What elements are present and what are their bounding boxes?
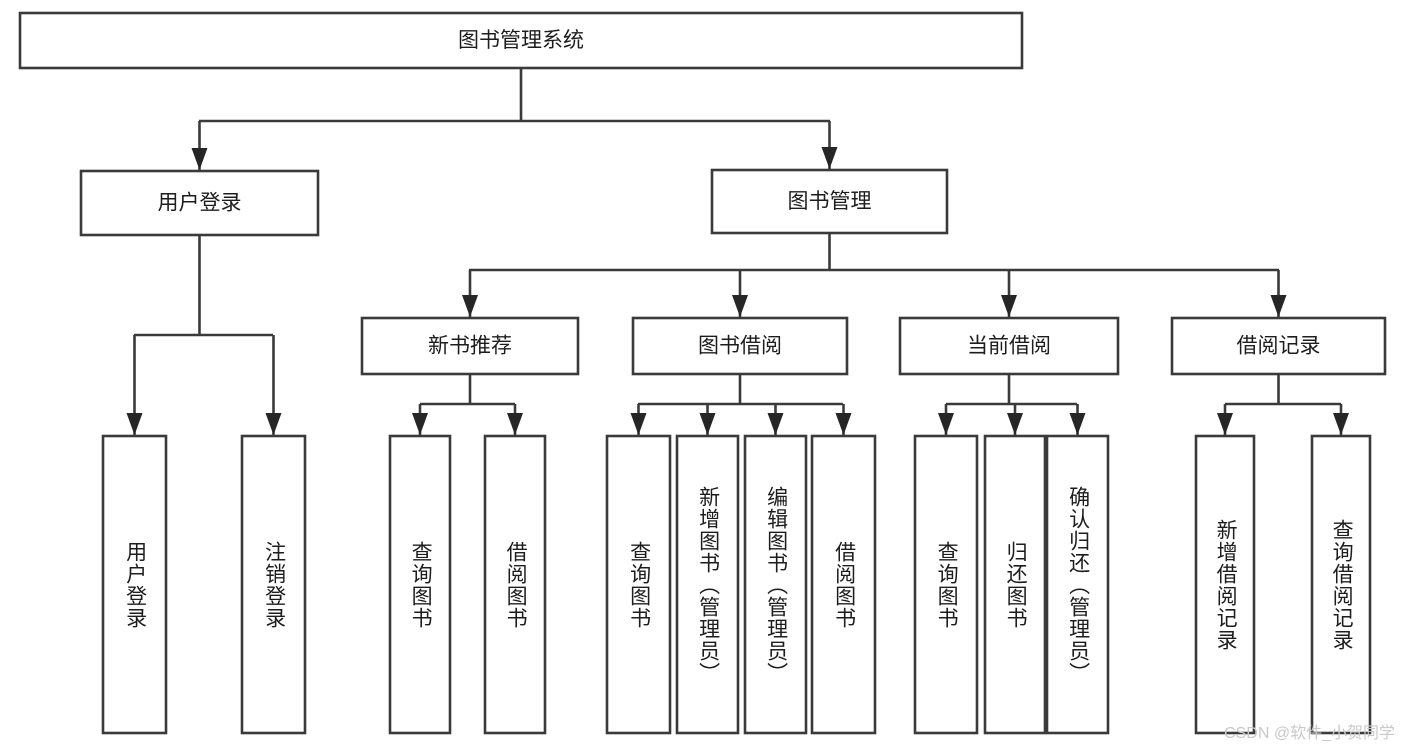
node-box-level2-1[interactable]	[631, 316, 849, 376]
connector-layer	[126, 68, 1349, 435]
node-label-level1-1: 图书管理	[788, 190, 872, 213]
node-box-leaf-9[interactable]	[983, 434, 1047, 735]
arrow-head-icon	[732, 295, 748, 317]
node-box-leaf-3[interactable]	[483, 434, 547, 735]
node-label-level1-0: 用户登录	[158, 192, 242, 215]
node-box-level2-2[interactable]	[898, 316, 1120, 376]
node-label-level2-0: 新书推荐	[428, 335, 512, 358]
arrow-head-icon	[1069, 413, 1086, 435]
arrow-head-icon	[835, 413, 852, 435]
arrow-head-icon	[938, 413, 954, 435]
node-box-level2-0[interactable]	[360, 316, 580, 376]
node-box-leaf-4[interactable]	[605, 434, 672, 735]
node-box-leaf-11[interactable]	[1194, 434, 1256, 735]
node-box-leaf-2[interactable]	[388, 434, 452, 735]
arrow-head-icon	[126, 413, 143, 435]
node-box-leaf-7[interactable]	[810, 434, 877, 735]
arrow-head-icon	[1001, 295, 1017, 317]
node-box-level2-3[interactable]	[1170, 316, 1387, 376]
node-box-leaf-5[interactable]	[675, 434, 740, 735]
node-label-root: 图书管理系统	[458, 29, 584, 52]
arrow-head-icon	[462, 295, 478, 317]
arrow-head-icon	[191, 148, 208, 170]
node-box-leaf-12[interactable]	[1310, 434, 1372, 735]
node-box-leaf-8[interactable]	[913, 434, 979, 735]
node-box-leaf-10[interactable]	[1045, 434, 1110, 735]
node-box-leaf-0[interactable]	[101, 434, 168, 735]
arrow-head-icon	[767, 413, 784, 435]
arrow-head-icon	[821, 147, 838, 169]
arrow-head-icon	[1007, 413, 1023, 435]
node-box-leaf-6[interactable]	[743, 434, 808, 735]
arrow-head-icon	[507, 413, 523, 435]
node-box-level1-0[interactable]	[79, 169, 320, 237]
arrow-head-icon	[1333, 413, 1349, 435]
arrow-head-icon	[630, 413, 647, 435]
node-box-level1-1[interactable]	[710, 168, 949, 235]
arrow-head-icon	[265, 413, 282, 435]
arrow-head-icon	[1270, 295, 1287, 317]
node-box-root[interactable]	[18, 11, 1024, 70]
arrow-head-icon	[699, 413, 716, 435]
watermark-text: CSDN @软件_小贺同学	[1224, 725, 1395, 742]
box-layer	[18, 11, 1387, 735]
node-label-level2-3: 借阅记录	[1237, 335, 1321, 358]
node-label-level2-1: 图书借阅	[698, 335, 782, 358]
node-box-leaf-1[interactable]	[240, 434, 307, 735]
arrow-head-icon	[1217, 413, 1233, 435]
node-label-level2-2: 当前借阅	[967, 335, 1051, 358]
arrow-head-icon	[412, 413, 428, 435]
